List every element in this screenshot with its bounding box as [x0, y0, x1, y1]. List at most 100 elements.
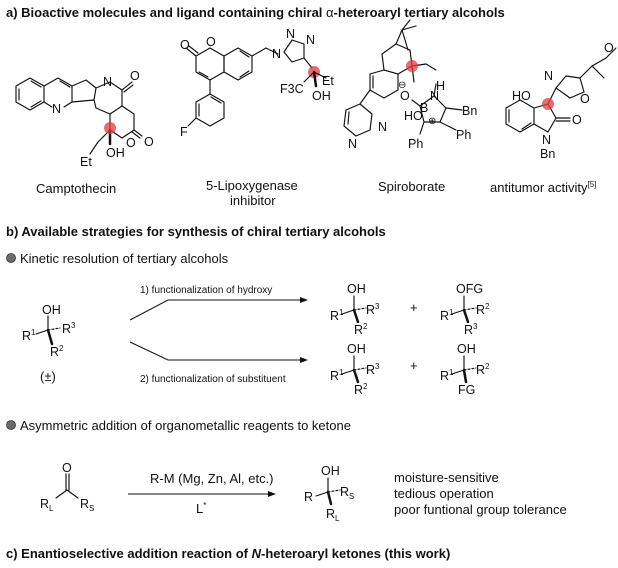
- route1-arrow: [129, 299, 300, 321]
- label-spiroborate: Spiroborate: [378, 179, 445, 194]
- substituent-R2: R2: [476, 362, 490, 377]
- label-inhibitor: inhibitor: [230, 193, 276, 208]
- product-ester-1: [451, 295, 477, 324]
- stereocenter-marker: [542, 98, 554, 110]
- label-lipoxygenase: 5-Lipoxygenase: [206, 178, 298, 193]
- atom-N: N: [103, 75, 112, 89]
- racemic-label: (±): [40, 369, 56, 384]
- substituent-R: R: [304, 490, 313, 504]
- atom-O: O: [580, 92, 590, 106]
- substituent-R3: R3: [366, 302, 380, 317]
- product-functionalized-2: [451, 355, 477, 384]
- atom-Et: Et: [322, 74, 334, 88]
- substituent-R3: R3: [62, 321, 76, 336]
- substituent-R2: R2: [354, 322, 368, 337]
- label-camptothecin: Camptothecin: [36, 181, 116, 196]
- substituent-R1: R1: [330, 368, 344, 383]
- label-antitumor: antitumor activity[5]: [490, 180, 596, 195]
- route2-label: 2) functionalization of substituent: [140, 374, 286, 385]
- product-alcohol-2: [341, 355, 367, 384]
- substituent-R1: R1: [440, 308, 454, 323]
- substituent-R1: R1: [440, 368, 454, 383]
- atom-N: N: [348, 137, 357, 151]
- substituent-R2: R2: [476, 302, 490, 317]
- atom-O: O: [62, 461, 72, 475]
- substituent-RS: RS: [80, 497, 94, 513]
- atom-HO: HO: [512, 89, 531, 103]
- spiroborate-structure: [343, 19, 463, 137]
- atom-OH: OH: [347, 342, 366, 356]
- charge-plus: ⊕: [428, 116, 436, 127]
- atom-F: F: [180, 125, 188, 139]
- atom-OFG: OFG: [456, 282, 483, 296]
- section-a-title: a) Bioactive molecules and ligand contai…: [6, 5, 505, 20]
- charge-minus: ⊖: [398, 80, 406, 91]
- route1-label: 1) functionalization of hydroxy: [140, 285, 272, 296]
- atom-Ph: Ph: [456, 128, 471, 142]
- camptothecin-structure: [15, 77, 143, 155]
- atom-N: N: [306, 33, 315, 47]
- atom-B: B: [420, 101, 428, 115]
- stereocenter-marker: [406, 60, 418, 72]
- reagent-label: R-M (Mg, Zn, Al, etc.): [150, 471, 274, 486]
- drawback-item: poor funtional group tolerance: [394, 502, 567, 517]
- ligand-label: L*: [196, 501, 206, 516]
- stereocenter-marker: [104, 122, 116, 134]
- substituent-RL: RL: [326, 507, 340, 523]
- substituent-R1: R1: [22, 328, 36, 343]
- plus-sign: +: [410, 358, 418, 373]
- substituent-RL: RL: [40, 497, 54, 513]
- substituent-R3: R3: [366, 362, 380, 377]
- bullet-icon: [6, 420, 16, 430]
- bullet-kinetic-resolution: Kinetic resolution of tertiary alcohols: [20, 251, 229, 266]
- drawback-item: moisture-sensitive: [394, 470, 499, 485]
- atom-OH: OH: [312, 89, 331, 103]
- atom-O: O: [604, 41, 614, 55]
- atom-OH: OH: [106, 146, 125, 160]
- atom-FG: FG: [458, 383, 475, 397]
- racemic-alcohol: [35, 315, 61, 346]
- addition-product: [315, 477, 341, 506]
- atom-O: O: [144, 135, 154, 149]
- ketone-structure: [55, 473, 79, 499]
- atom-OH: OH: [457, 342, 476, 356]
- substituent-RS: RS: [340, 485, 354, 501]
- substituent-R2: R2: [50, 344, 64, 359]
- lipoxygenase-structure: [185, 39, 327, 127]
- atom-HO: HO: [404, 109, 423, 123]
- section-b-title: b) Available strategies for synthesis of…: [6, 224, 386, 239]
- product-alcohol-1: [341, 295, 367, 324]
- atom-N: N: [286, 27, 295, 41]
- atom-F3C: F3C: [280, 82, 304, 96]
- atom-OH: OH: [42, 303, 61, 317]
- atom-Ph: Ph: [408, 137, 423, 151]
- atom-O: O: [180, 38, 190, 52]
- section-c-title: c) Enantioselective addition reaction of…: [6, 546, 450, 561]
- atom-Et: Et: [80, 155, 92, 169]
- atom-N: N: [544, 69, 553, 83]
- route1-arrowhead: [300, 297, 308, 303]
- substituent-R3: R3: [464, 322, 478, 337]
- atom-N: N: [378, 120, 387, 134]
- route2-arrow: [129, 341, 300, 361]
- substituent-R2: R2: [354, 382, 368, 397]
- atom-O: O: [126, 136, 136, 150]
- plus-sign: +: [410, 300, 418, 315]
- atom-O: O: [206, 35, 216, 49]
- addition-arrowhead: [268, 491, 276, 497]
- atom-N: N: [272, 47, 281, 61]
- atom-N: N: [430, 89, 439, 103]
- atom-O: O: [130, 69, 140, 83]
- atom-H: H: [436, 79, 445, 93]
- atom-Bn: Bn: [462, 104, 477, 118]
- atom-Bn: Bn: [540, 147, 555, 161]
- drawback-item: tedious operation: [394, 486, 494, 501]
- bullet-icon: [6, 253, 16, 263]
- atom-O: O: [400, 89, 410, 103]
- substituent-R1: R1: [330, 308, 344, 323]
- atom-OH: OH: [321, 464, 340, 478]
- antitumor-structure: [505, 47, 617, 133]
- atom-OH: OH: [347, 282, 366, 296]
- atom-N: N: [542, 133, 551, 147]
